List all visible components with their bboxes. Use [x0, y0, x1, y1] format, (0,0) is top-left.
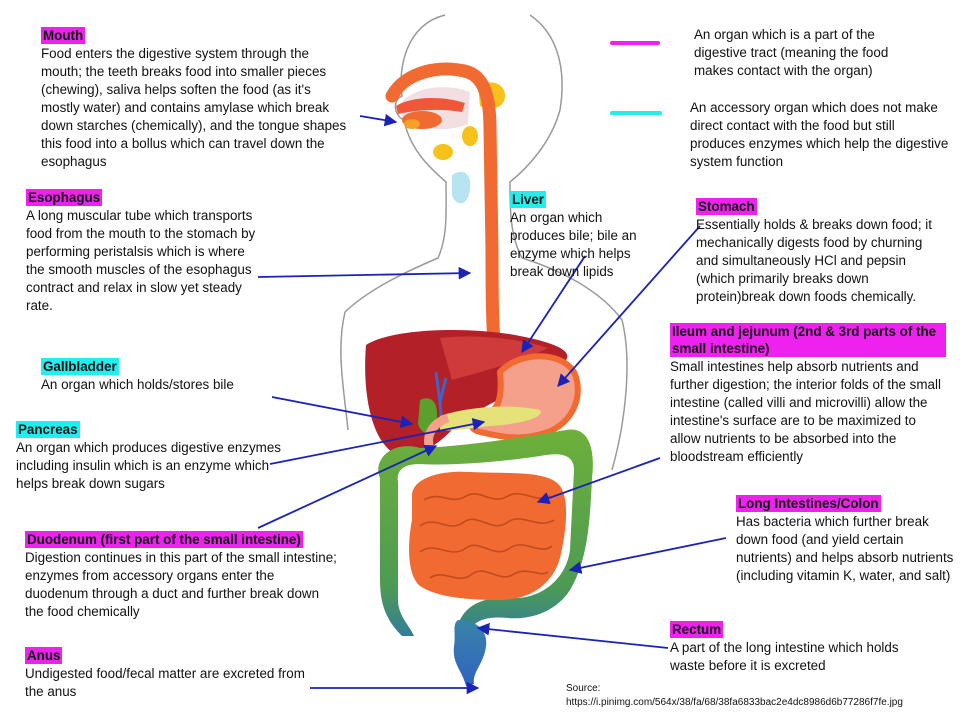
- label-stomach: Stomach Essentially holds & breaks down …: [696, 198, 948, 306]
- arrow-duodenum: [257, 445, 438, 529]
- source-label: Source:: [566, 683, 601, 694]
- label-ileum-jejunum-title: Ileum and jejunum (2nd & 3rd parts of th…: [670, 323, 946, 357]
- label-liver: Liver An organ which produces bile; bile…: [510, 191, 640, 281]
- small-intestine-shape: [409, 471, 567, 600]
- esophagus-tube: [385, 62, 505, 385]
- label-duodenum-title: Duodenum (first part of the small intest…: [25, 531, 303, 548]
- label-anus: Anus Undigested food/fecal matter are ex…: [25, 647, 315, 701]
- label-ileum-jejunum-text: Small intestines help absorb nutrients a…: [670, 359, 941, 464]
- label-rectum: Rectum A part of the long intestine whic…: [670, 621, 900, 675]
- label-liver-text: An organ which produces bile; bile an en…: [510, 210, 637, 279]
- pointer-arrows: [257, 113, 727, 695]
- label-mouth: Mouth Food enters the digestive system t…: [41, 27, 351, 171]
- source-url: https://i.pinimg.com/564x/38/fa/68/38fa6…: [566, 697, 903, 708]
- arrow-pancreas: [269, 418, 486, 465]
- label-duodenum: Duodenum (first part of the small intest…: [25, 531, 341, 621]
- arrow-esophagus: [257, 266, 472, 280]
- legend-accessory-organ-swatch: [610, 111, 662, 115]
- label-rectum-text: A part of the long intestine which holds…: [670, 640, 899, 673]
- label-gallbladder-text: An organ which holds/stores bile: [41, 377, 234, 392]
- label-stomach-title: Stomach: [696, 198, 757, 215]
- label-ileum-jejunum: Ileum and jejunum (2nd & 3rd parts of th…: [670, 323, 946, 466]
- label-gallbladder-title: Gallbladder: [41, 358, 119, 375]
- label-esophagus-text: A long muscular tube which transports fo…: [26, 208, 256, 313]
- pancreas-shape: [440, 406, 541, 431]
- label-rectum-title: Rectum: [670, 621, 724, 638]
- label-colon-title: Long Intestines/Colon: [736, 495, 881, 512]
- label-pancreas: Pancreas An organ which produces digesti…: [16, 421, 286, 493]
- label-colon-text: Has bacteria which further break down fo…: [736, 514, 954, 583]
- label-mouth-text: Food enters the digestive system through…: [41, 46, 347, 169]
- label-esophagus: Esophagus A long muscular tube which tra…: [26, 189, 258, 315]
- body-outline: [340, 14, 628, 471]
- label-stomach-text: Essentially holds & breaks down food; it…: [696, 217, 932, 304]
- label-pancreas-title: Pancreas: [16, 421, 80, 438]
- label-mouth-title: Mouth: [41, 27, 86, 44]
- colon-shape: [378, 429, 593, 640]
- arrow-rectum: [476, 622, 669, 649]
- arrow-colon: [568, 537, 727, 574]
- arrow-ileum: [536, 457, 661, 505]
- label-pancreas-text: An organ which produces digestive enzyme…: [16, 440, 281, 491]
- label-duodenum-text: Digestion continues in this part of the …: [25, 550, 337, 619]
- arrow-mouth: [359, 113, 398, 127]
- label-esophagus-title: Esophagus: [26, 189, 103, 206]
- legend-digestive-tract-text: An organ which is a part of the digestiv…: [694, 27, 889, 78]
- arrow-gallbladder: [271, 396, 414, 429]
- label-liver-title: Liver: [510, 191, 547, 208]
- small-intestine-folds: [419, 492, 555, 580]
- arrow-liver: [521, 255, 586, 354]
- label-anus-text: Undigested food/fecal matter are excrete…: [25, 666, 305, 699]
- legend-digestive-tract-swatch: [610, 41, 660, 45]
- label-gallbladder: Gallbladder An organ which holds/stores …: [41, 358, 281, 394]
- label-anus-title: Anus: [25, 647, 63, 664]
- arrow-stomach: [557, 225, 701, 387]
- legend-accessory-organ-text: An accessory organ which does not make d…: [690, 100, 949, 169]
- label-colon: Long Intestines/Colon Has bacteria which…: [736, 495, 954, 585]
- rectum-shape: [453, 620, 487, 686]
